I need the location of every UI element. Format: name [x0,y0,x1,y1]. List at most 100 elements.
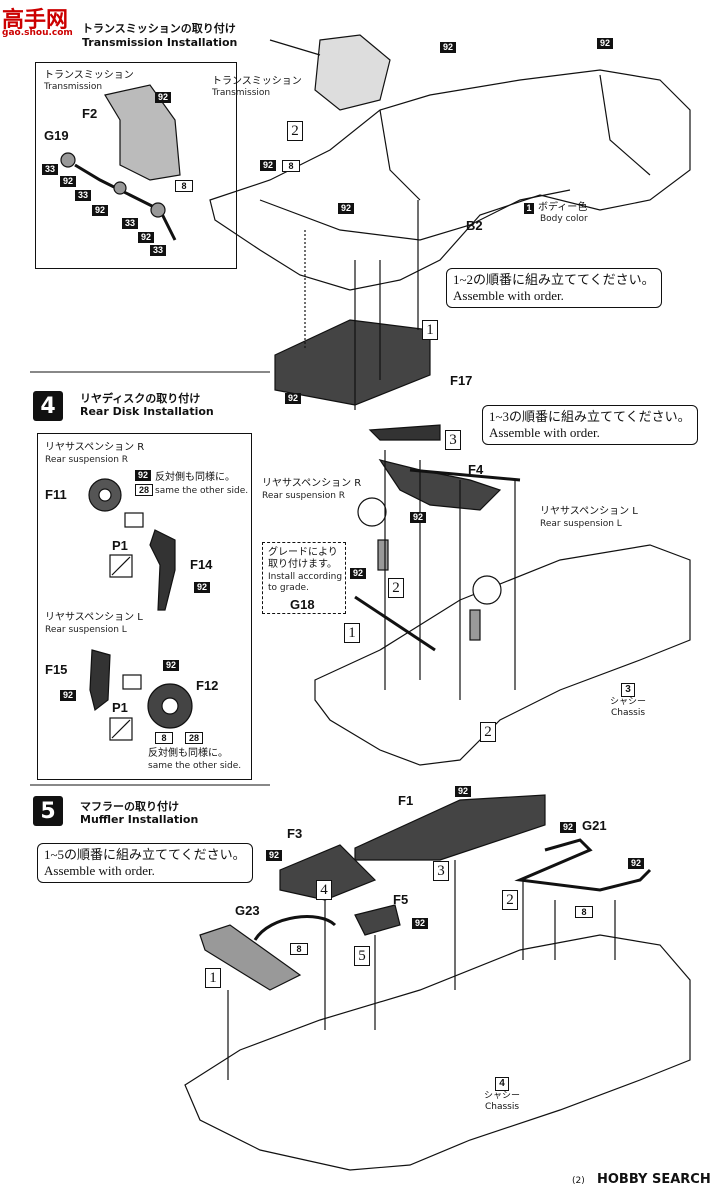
tag-92: 92 [60,176,76,187]
rsr-label-en: Rear suspension R [45,455,129,465]
note-jp: 1~5の順番に組み立ててください。 [44,847,246,862]
step4-title-en: Rear Disk Installation [80,405,214,418]
order-num: 5 [354,946,370,966]
callout-transmission-label-en: Transmission [212,88,271,98]
same-side-jp: 反対側も同様に。 [155,472,235,483]
tag-33: 33 [122,218,138,229]
step5-number: 5 [33,796,63,826]
tag-92: 92 [266,850,282,861]
tag-92: 92 [440,42,456,53]
note-en: Assemble with order. [453,288,564,303]
tag-8: 8 [282,160,300,172]
rsl-callout-en: Rear suspension L [540,519,622,529]
tag-92: 92 [260,160,276,171]
rear-suspension-inset [37,433,252,780]
part-g23: G23 [235,903,260,918]
step3-order-note: 1~2の順番に組み立ててください。 Assemble with order. [446,268,662,308]
hobby-search-logo: HOBBY SEARCH [595,1172,713,1187]
order-num: 3 [433,861,449,881]
inset-transmission-label-jp: トランスミッション [44,70,134,81]
part-f2: F2 [82,106,98,121]
tag-28: 28 [185,732,203,744]
order-num: 3 [445,430,461,450]
tag-92: 92 [628,858,644,869]
step4-order-note: 1~3の順番に組み立ててください。 Assemble with order. [482,405,698,445]
step4-chassis-label: 3 シャシー Chassis [610,683,646,719]
chassis-jp: シャシー [610,697,647,707]
step3-title-en: Transmission Installation [82,36,238,49]
order-num: 1 [344,623,360,643]
chassis-num: 3 [621,683,635,697]
order-num: 1 [205,968,221,988]
tag-92: 92 [412,918,428,929]
tag-8: 8 [290,943,308,955]
inset-transmission-label-en: Transmission [44,82,103,92]
part-f17: F17 [450,373,473,388]
watermark-url: gao.shou.com [2,28,73,38]
step5-title-en: Muffler Installation [80,813,199,826]
part-f12: F12 [196,678,219,693]
note-jp: 1~2の順番に組み立ててください。 [453,272,655,287]
tag-92: 92 [338,203,354,214]
part-f11: F11 [45,487,67,502]
tag-92: 92 [138,232,154,243]
step4-title-jp: リヤディスクの取り付け [80,392,201,405]
grade-note-box [262,542,346,614]
part-p1: P1 [112,700,128,715]
tag-92: 92 [163,660,179,671]
part-f4: F4 [468,462,484,477]
watermark-logo: 高手网 [2,8,69,33]
part-f15: F15 [45,662,68,677]
body-color-en: Body color [540,214,588,224]
rsr-label-jp: リヤサスペンション R [45,442,145,453]
order-num: 2 [502,890,518,910]
body-color-num: 1 [524,203,534,214]
tag-8: 8 [175,180,193,192]
note-en: Assemble with order. [489,425,600,440]
step5-chassis-label: 4 シャシー Chassis [484,1077,520,1113]
tag-92: 92 [92,205,108,216]
step4-number: 4 [33,391,63,421]
tag-33: 33 [42,164,58,175]
part-g21: G21 [582,818,607,833]
rsl-label-en: Rear suspension L [45,625,127,635]
tag-33: 33 [150,245,166,256]
grade-note-en1: Install according [268,572,343,582]
tag-92: 92 [350,568,366,579]
tag-92: 92 [410,512,426,523]
grade-note-jp2: 取り付けます。 [268,559,337,570]
rsr-callout-jp: リヤサスペンション R [262,478,362,489]
tag-92: 92 [60,690,76,701]
note-en: Assemble with order. [44,863,155,878]
order-num: 2 [480,722,496,742]
body-color-jp: ボディー色 [538,202,588,213]
part-f14: F14 [190,557,213,572]
grade-note-jp1: グレードにより [268,547,338,558]
same-side-en: same the other side. [148,761,242,771]
part-f1: F1 [398,793,414,808]
grade-note-en2: to grade. [268,583,309,593]
part-b2: B2 [466,218,483,233]
transmission-inset [35,62,237,269]
tag-92: 92 [194,582,210,593]
tag-92: 92 [285,393,301,404]
chassis-en: Chassis [610,708,646,718]
step5-title-jp: マフラーの取り付け [80,800,179,813]
tag-28: 28 [135,484,153,496]
tag-92: 92 [455,786,471,797]
tag-8: 8 [575,906,593,918]
tag-92: 92 [135,470,151,481]
note-jp: 1~3の順番に組み立ててください。 [489,409,691,424]
rsl-callout-jp: リヤサスペンション L [540,506,638,517]
page-code: (2) [572,1176,585,1186]
tag-33: 33 [75,190,91,201]
rsl-label-jp: リヤサスペンション L [45,612,143,623]
same-side-en: same the other side. [155,486,249,496]
rsr-callout-en: Rear suspension R [262,491,346,501]
tag-92: 92 [597,38,613,49]
order-num: 4 [316,880,332,900]
part-f5: F5 [393,892,409,907]
part-g18: G18 [290,597,315,612]
same-side-jp: 反対側も同様に。 [148,748,228,759]
